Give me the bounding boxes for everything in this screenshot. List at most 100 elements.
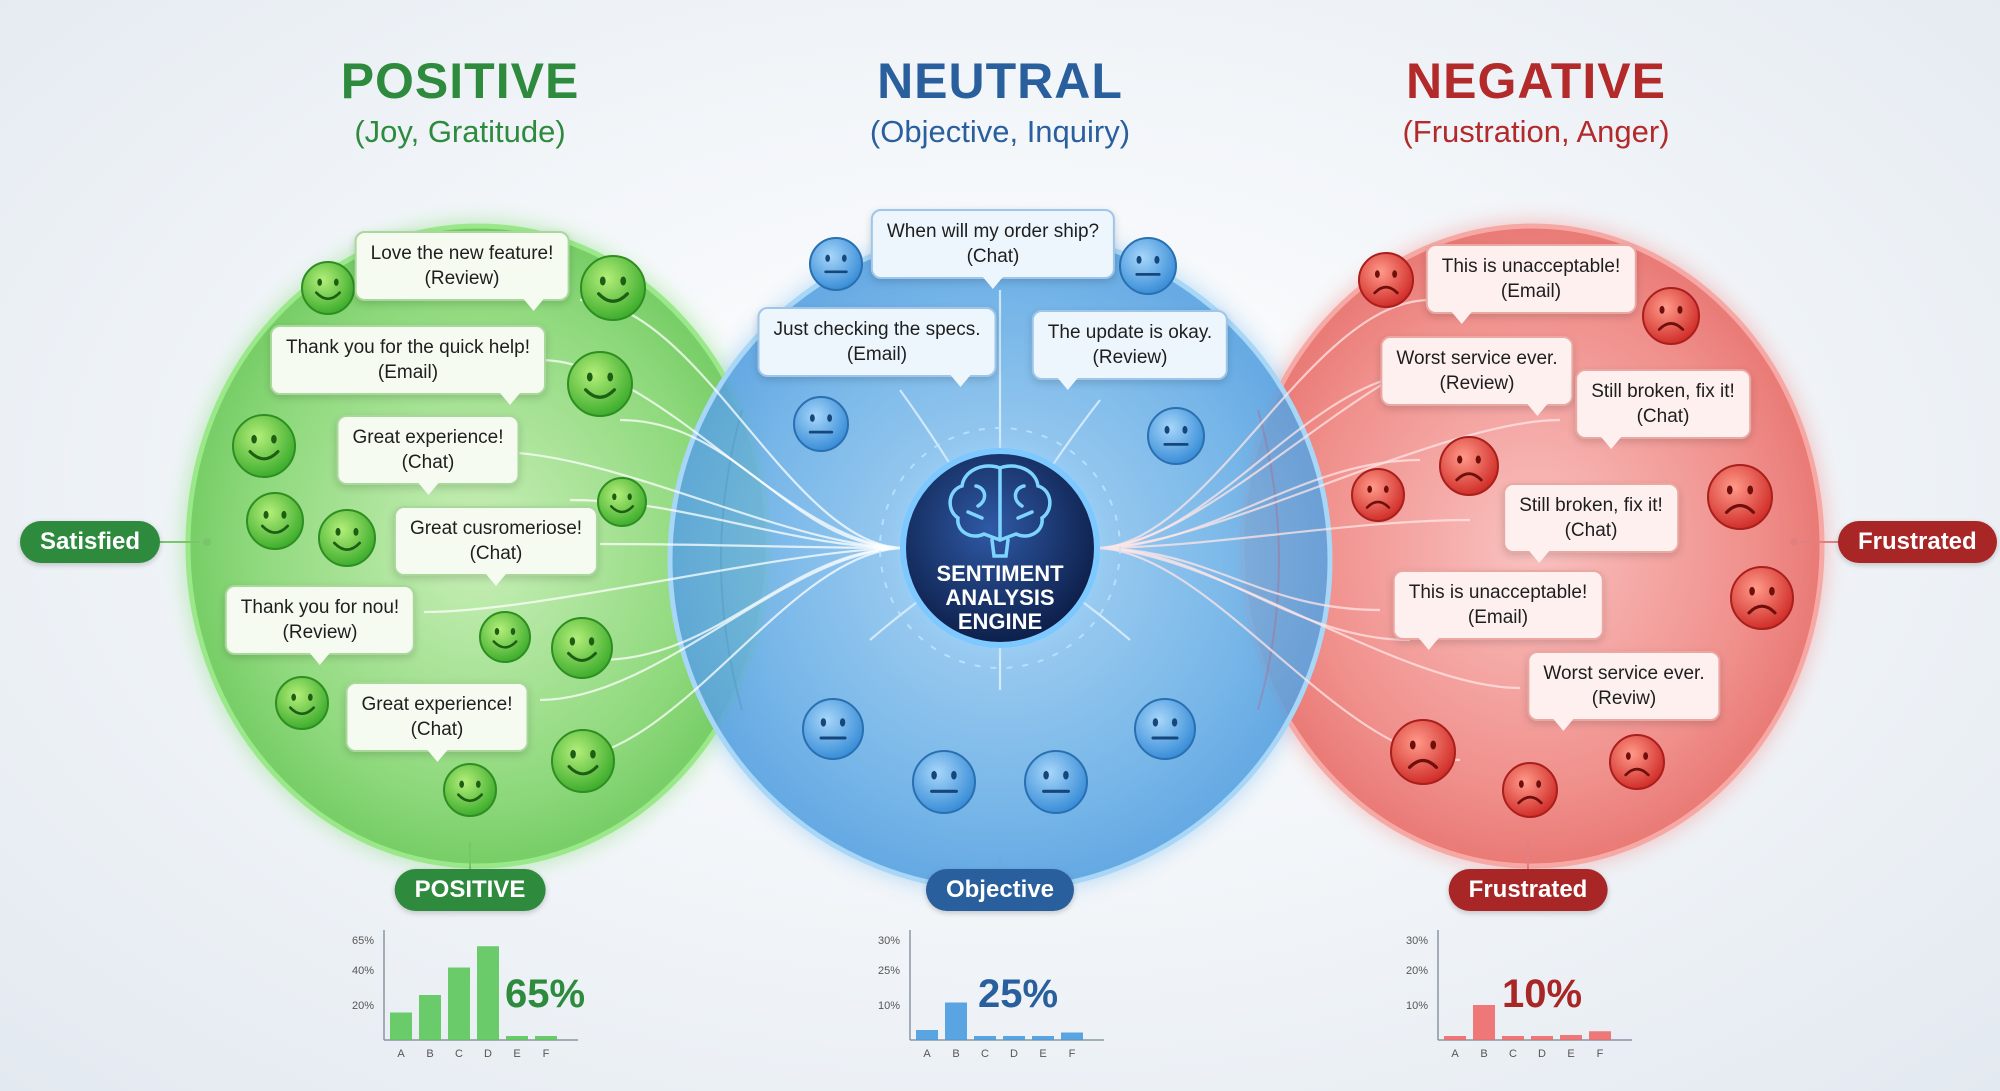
bubble-text: When will my order ship? — [886, 221, 1100, 242]
x-tick-label: B — [1480, 1048, 1487, 1060]
bubble-source: (Chat) — [1636, 406, 1690, 427]
positive-header: POSITIVE (Joy, Gratitude) — [180, 52, 740, 150]
flow-line-positive — [539, 546, 906, 702]
y-tick-label: 30% — [878, 935, 900, 947]
x-tick-label: B — [952, 1048, 959, 1060]
smiling-face-icon — [567, 351, 633, 417]
positive-bubble: Great cusromeriose!(Chat) — [393, 506, 599, 586]
frowning-face-icon — [1439, 436, 1499, 496]
negative-bubble: Worst service ever.(Review) — [1380, 336, 1574, 416]
bar — [916, 1030, 938, 1040]
y-tick-label: 10% — [878, 1000, 900, 1012]
bubble-text: Great experience! — [352, 427, 504, 448]
smiling-face-icon — [275, 676, 329, 730]
overlap-right — [1257, 409, 1280, 711]
bar — [974, 1036, 996, 1040]
negative-header: NEGATIVE (Frustration, Anger) — [1256, 52, 1816, 150]
bubble-text: Still broken, fix it! — [1519, 495, 1663, 516]
flow-line-negative — [1094, 458, 1421, 550]
x-tick-label: D — [1538, 1048, 1546, 1060]
bubble-text: Great experience! — [361, 694, 513, 715]
y-tick-label: 10% — [1406, 1000, 1428, 1012]
bar — [506, 1036, 528, 1040]
overlap-left — [720, 409, 743, 711]
bubble-source: (Chat) — [1564, 520, 1618, 541]
bubble-text: Still broken, fix it! — [1591, 381, 1735, 402]
x-tick-label: C — [981, 1048, 989, 1060]
flow-line-positive — [599, 546, 906, 662]
frustrated-dot — [1790, 538, 1798, 546]
bubble-text: This is unacceptable! — [1441, 256, 1621, 277]
satisfied-label: Satisfied — [20, 521, 161, 563]
x-tick-label: B — [426, 1048, 433, 1060]
bubble-text: The update is okay. — [1047, 322, 1213, 343]
smiling-face-icon — [318, 509, 376, 567]
engine-line-2: ANALYSIS — [945, 585, 1055, 610]
bar — [945, 1002, 967, 1040]
flow-line-positive — [423, 546, 906, 614]
flow-line-negative — [1094, 298, 1431, 550]
negative-subtitle: (Frustration, Anger) — [1402, 114, 1670, 149]
bubble-source: (Reviw) — [1591, 688, 1657, 709]
negative-title: NEGATIVE — [1406, 53, 1666, 109]
bubble-source: (Chat) — [410, 719, 464, 740]
positive-bubble: Great experience! (Chat) — [345, 682, 529, 762]
x-tick-label: D — [484, 1048, 492, 1060]
negative-bubble: This is unacceptable! (Email) — [1392, 570, 1604, 650]
neutral-face-icon — [809, 237, 863, 291]
engine-ring-outer — [879, 427, 1121, 669]
bar — [1061, 1032, 1083, 1040]
neutral-bubble: When will my order ship?(Chat) — [870, 209, 1116, 289]
frowning-face-icon — [1642, 287, 1700, 345]
bar — [1531, 1036, 1553, 1040]
smiling-face-icon — [246, 492, 304, 550]
frowning-face-icon — [1390, 719, 1456, 785]
bubble-source: (Review) — [282, 622, 358, 643]
positive-subtitle: (Joy, Gratitude) — [354, 114, 566, 149]
flow-line-positive — [599, 542, 906, 550]
bubble-source: (Email) — [377, 362, 439, 383]
negative-bubble: This is unacceptable!(Email) — [1425, 244, 1637, 324]
engine-line-3: ENGINE — [957, 609, 1043, 634]
bubble-text: Thank you for nou! — [240, 597, 400, 618]
bar — [1444, 1036, 1466, 1040]
negative-bubble: Still broken, fix it! (Chat) — [1575, 369, 1751, 449]
engine-line-1: SENTIMENT — [936, 561, 1064, 586]
smiling-face-icon — [551, 617, 613, 679]
neutral-face-icon — [912, 750, 976, 814]
smiling-face-icon — [580, 255, 646, 321]
bubble-text: Just checking the specs. — [773, 319, 981, 340]
negative-percent: 10% — [1502, 972, 1583, 1016]
x-tick-label: A — [397, 1048, 405, 1060]
smiling-face-icon — [479, 611, 531, 663]
positive-bubble: Love the new feature!(Review) — [354, 231, 570, 311]
negative-bubble: Worst service ever. (Reviw) — [1527, 651, 1721, 731]
bubble-source: (Chat) — [401, 452, 455, 473]
positive-bubble: Thank you for the quick help!(Email) — [270, 325, 546, 405]
frustrated-label: Frustrated — [1838, 521, 1997, 563]
flow-line-positive — [619, 418, 906, 550]
neutral-title: NEUTRAL — [877, 53, 1123, 109]
bar — [477, 946, 499, 1040]
frowning-face-icon — [1609, 734, 1665, 790]
x-tick-label: A — [923, 1048, 931, 1060]
bubble-text: Worst service ever. — [1543, 663, 1705, 684]
frowning-face-icon — [1351, 468, 1405, 522]
positive-bubble: Great experience! (Chat) — [336, 415, 520, 495]
neutral-percent: 25% — [978, 972, 1059, 1016]
bar — [390, 1012, 412, 1040]
frowning-face-icon — [1502, 762, 1558, 818]
bubble-source: (Email) — [1467, 607, 1529, 628]
bubble-text: This is unacceptable! — [1408, 582, 1588, 603]
bubble-source: (Review) — [1092, 347, 1168, 368]
positive-title: POSITIVE — [340, 53, 580, 109]
x-tick-label: C — [1509, 1048, 1517, 1060]
positive-bottom-label: POSITIVE — [394, 869, 546, 911]
bar — [1560, 1035, 1582, 1040]
neutral-bottom-label: Objective — [925, 869, 1075, 911]
y-tick-label: 20% — [352, 1000, 374, 1012]
